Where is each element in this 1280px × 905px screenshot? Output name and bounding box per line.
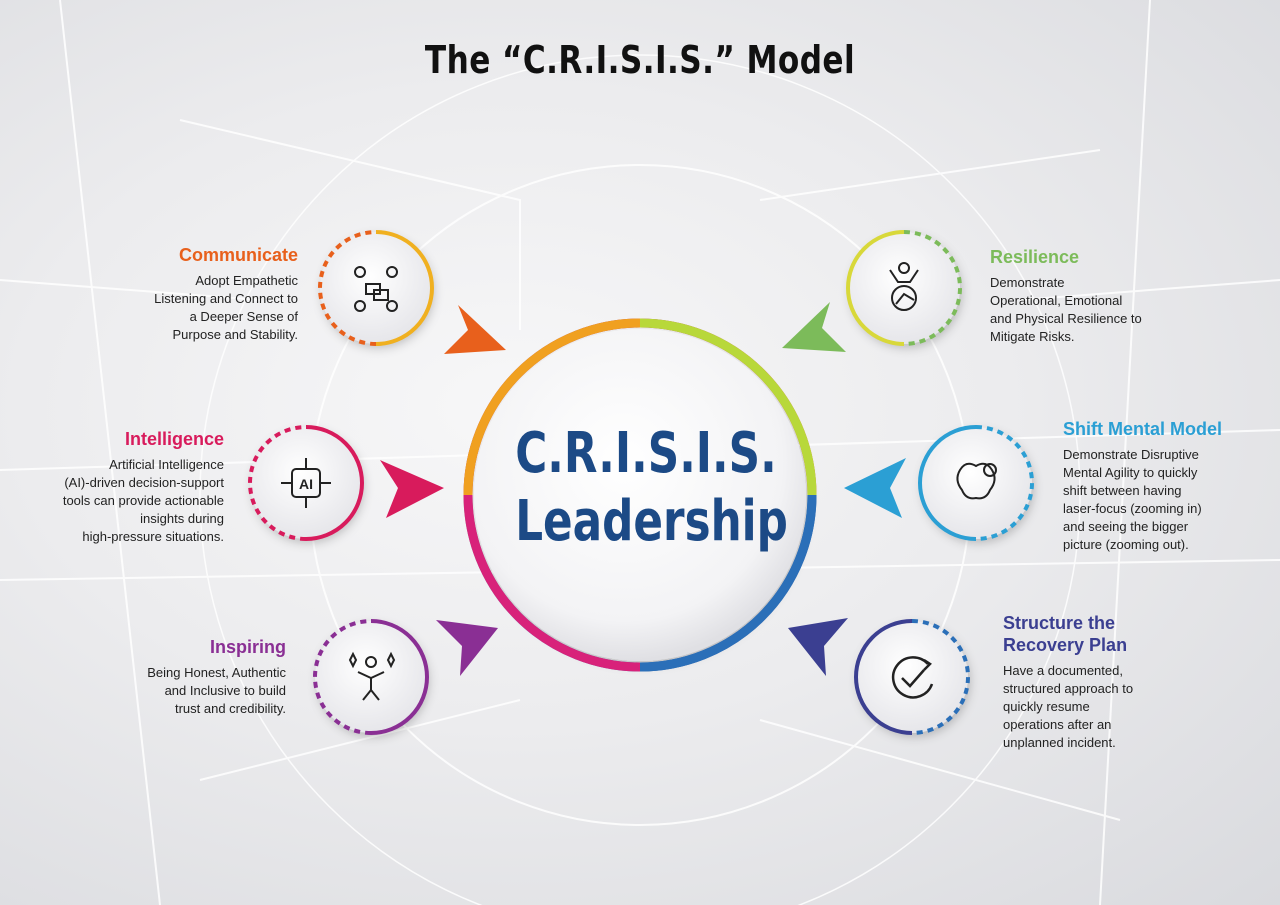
communicate-line: a Deeper Sense of: [189, 309, 298, 324]
ai-chip-icon: [281, 458, 331, 508]
structure-title-line: Structure the: [1003, 613, 1116, 633]
communicate-line: Adopt Empathetic: [195, 273, 298, 288]
check-refresh-icon: [891, 656, 934, 699]
shift-title: Shift Mental Model: [1063, 419, 1222, 439]
shift-line: Mental Agility to quickly: [1063, 465, 1198, 480]
resilience-line: and Physical Resilience to: [990, 311, 1142, 326]
center-circle: [463, 318, 817, 672]
communicate-line: Listening and Connect to: [154, 291, 298, 306]
inspiring-line: Being Honest, Authentic: [147, 665, 286, 680]
structure-line: structured approach to: [1003, 681, 1134, 696]
structure-line: quickly resume: [1003, 699, 1090, 714]
brain-gear-icon: [956, 462, 997, 500]
ai-chip-label: AI: [299, 476, 313, 492]
team-chat-icon: [354, 266, 398, 312]
circle-intelligence: [247, 425, 365, 541]
intelligence-line: (AI)-driven decision-support: [64, 475, 224, 490]
shift-line: and seeing the bigger: [1063, 519, 1189, 534]
shift-line: Demonstrate Disruptive: [1063, 447, 1199, 462]
shift-line: picture (zooming out).: [1063, 537, 1189, 552]
intelligence-line: high-pressure situations.: [82, 529, 224, 544]
intelligence-line: tools can provide actionable: [62, 493, 224, 508]
inspiring-title: Inspiring: [210, 637, 286, 657]
arrow-inspiring: [436, 620, 498, 676]
center-line-1: C.R.I.S.I.S.: [515, 421, 777, 486]
intelligence-title: Intelligence: [124, 429, 224, 449]
person-sparkles-icon: [348, 651, 396, 701]
resilience-title: Resilience: [990, 247, 1080, 267]
arrow-communicate: [444, 305, 506, 354]
shift-line: shift between having: [1063, 483, 1182, 498]
intelligence-line: Artificial Intelligence: [109, 457, 224, 472]
shift-line: laser-focus (zooming in): [1063, 501, 1202, 516]
circle-communicate: [317, 230, 435, 346]
resilience-line: Operational, Emotional: [990, 293, 1123, 308]
arrow-structure: [788, 618, 848, 676]
circle-resilience: [845, 230, 963, 346]
page-title: The “C.R.I.S.I.S.” Model: [424, 38, 856, 82]
arrow-intelligence: [380, 460, 444, 518]
circle-shift: [917, 425, 1035, 541]
center-line-2: Leadership: [515, 489, 788, 554]
resilience-line: Mitigate Risks.: [990, 329, 1075, 344]
structure-block: Structure the Recovery Plan Have a docum…: [1003, 612, 1203, 752]
resilience-block: Resilience Demonstrate Operational, Emot…: [990, 246, 1190, 346]
structure-title-line: Recovery Plan: [1003, 635, 1128, 655]
intelligence-block: Intelligence Artificial Intelligence (AI…: [30, 428, 224, 546]
person-gear-icon: [889, 262, 919, 311]
structure-line: Have a documented,: [1003, 663, 1123, 678]
communicate-block: Communicate Adopt Empathetic Listening a…: [110, 244, 298, 344]
arrow-resilience: [782, 302, 846, 352]
intelligence-line: insights during: [140, 511, 224, 526]
communicate-title: Communicate: [178, 245, 298, 265]
communicate-line: Purpose and Stability.: [172, 327, 299, 342]
structure-title: Structure the Recovery Plan: [1003, 612, 1203, 656]
inspiring-block: Inspiring Being Honest, Authentic and In…: [100, 636, 286, 718]
structure-line: unplanned incident.: [1003, 735, 1116, 750]
center-label: C.R.I.S.I.S. Leadership: [515, 420, 788, 556]
resilience-line: Demonstrate: [990, 275, 1065, 290]
inspiring-line: and Inclusive to build: [164, 683, 286, 698]
structure-line: operations after an: [1003, 717, 1112, 732]
circle-structure: [853, 619, 971, 735]
arrow-shift: [844, 458, 906, 518]
inspiring-line: trust and credibility.: [174, 701, 286, 716]
shift-block: Shift Mental Model Demonstrate Disruptiv…: [1063, 418, 1263, 554]
